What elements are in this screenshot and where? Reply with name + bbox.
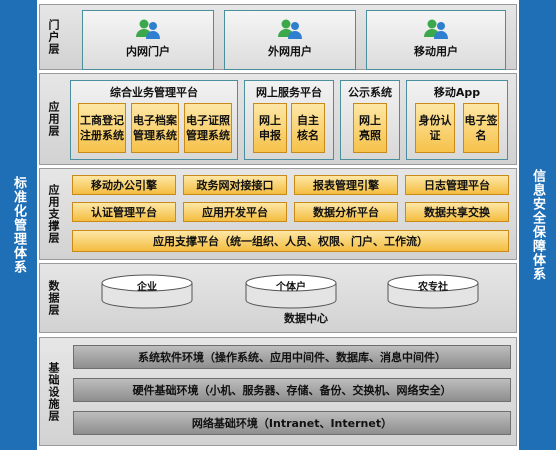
app-item: 电子档案管理系统 (131, 103, 179, 153)
database-icon (101, 274, 193, 309)
support-component: 移动办公引擎 (72, 175, 176, 195)
app-item: 身份认证 (415, 103, 455, 153)
application-layer: 应用层 综合业务管理平台 工商登记注册系统 电子档案管理系统 电子证照管理系统 … (39, 73, 517, 165)
infrastructure-layer: 基础设施层 系统软件环境（操作系统、应用中间件、数据库、消息中间件） 硬件基础环… (39, 337, 517, 446)
support-component: 数据分析平台 (294, 202, 398, 222)
infrastructure-layer-label: 基础设施层 (47, 361, 60, 422)
support-component: 报表管理引擎 (294, 175, 398, 195)
support-component: 日志管理平台 (405, 175, 509, 195)
mobile-app-group: 移动App 身份认证 电子签名 (406, 80, 508, 160)
app-item: 网上亮照 (353, 103, 387, 153)
hardware-environment: 硬件基础环境（小机、服务器、存储、备份、交换机、网络安全） (73, 378, 511, 402)
portal-intranet: 内网门户 (82, 10, 214, 70)
database-enterprise: 企业 (100, 274, 194, 310)
information-security-system: 信息安全保障体系 (519, 0, 556, 450)
app-item: 自主核名 (291, 103, 325, 153)
network-environment: 网络基础环境（Intranet、Internet） (73, 411, 511, 435)
users-icon (424, 19, 448, 39)
database-icon (245, 274, 337, 309)
side-right-label: 信息安全保障体系 (530, 169, 545, 281)
portal-mobile-users: 移动用户 (366, 10, 506, 70)
app-group-title: 网上服务平台 (256, 86, 322, 99)
system-software-environment: 系统软件环境（操作系统、应用中间件、数据库、消息中间件） (73, 345, 511, 369)
application-layer-label: 应用层 (47, 101, 60, 137)
database-label: 农专社 (418, 282, 448, 293)
publicity-system: 公示系统 网上亮照 (340, 80, 400, 160)
app-item: 工商登记注册系统 (78, 103, 126, 153)
data-center-label: 数据中心 (284, 312, 328, 325)
users-icon (136, 19, 160, 39)
support-component: 政务网对接接口 (183, 175, 287, 195)
application-support-platform: 应用支撑平台（统一组织、人员、权限、门户、工作流） (72, 230, 509, 252)
side-left-label: 标准化管理体系 (11, 176, 26, 274)
support-component: 应用开发平台 (183, 202, 287, 222)
data-layer-label: 数据层 (47, 280, 60, 316)
support-component: 认证管理平台 (72, 202, 176, 222)
database-label: 企业 (137, 282, 157, 293)
database-icon (387, 274, 479, 309)
users-icon (278, 19, 302, 39)
app-item: 电子签名 (463, 103, 499, 153)
portal-intranet-label: 内网门户 (126, 45, 170, 58)
database-label: 个体户 (276, 282, 306, 293)
portal-layer-label: 门户层 (47, 19, 60, 55)
application-support-layer: 应用支撑层 移动办公引擎 政务网对接接口 报表管理引擎 日志管理平台 认证管理平… (39, 168, 517, 260)
portal-external-users-label: 外网用户 (268, 45, 312, 58)
integrated-business-platform: 综合业务管理平台 工商登记注册系统 电子档案管理系统 电子证照管理系统 (70, 80, 238, 160)
support-layer-label: 应用支撑层 (47, 184, 60, 244)
app-group-title: 公示系统 (348, 86, 392, 99)
standardization-management-system: 标准化管理体系 (0, 0, 37, 450)
app-group-title: 移动App (433, 86, 481, 99)
online-service-platform: 网上服务平台 网上申报 自主核名 (244, 80, 334, 160)
support-component: 数据共享交换 (405, 202, 509, 222)
data-layer: 数据层 企业 个体户 农专社 数据中心 (39, 263, 517, 333)
database-individual: 个体户 (244, 274, 338, 310)
app-item: 电子证照管理系统 (184, 103, 232, 153)
app-item: 网上申报 (253, 103, 287, 153)
portal-mobile-users-label: 移动用户 (414, 45, 458, 58)
database-cooperative: 农专社 (386, 274, 480, 310)
portal-external-users: 外网用户 (224, 10, 356, 70)
app-group-title: 综合业务管理平台 (110, 86, 198, 99)
portal-layer: 门户层 内网门户 外网用户 移动用户 (39, 4, 517, 70)
